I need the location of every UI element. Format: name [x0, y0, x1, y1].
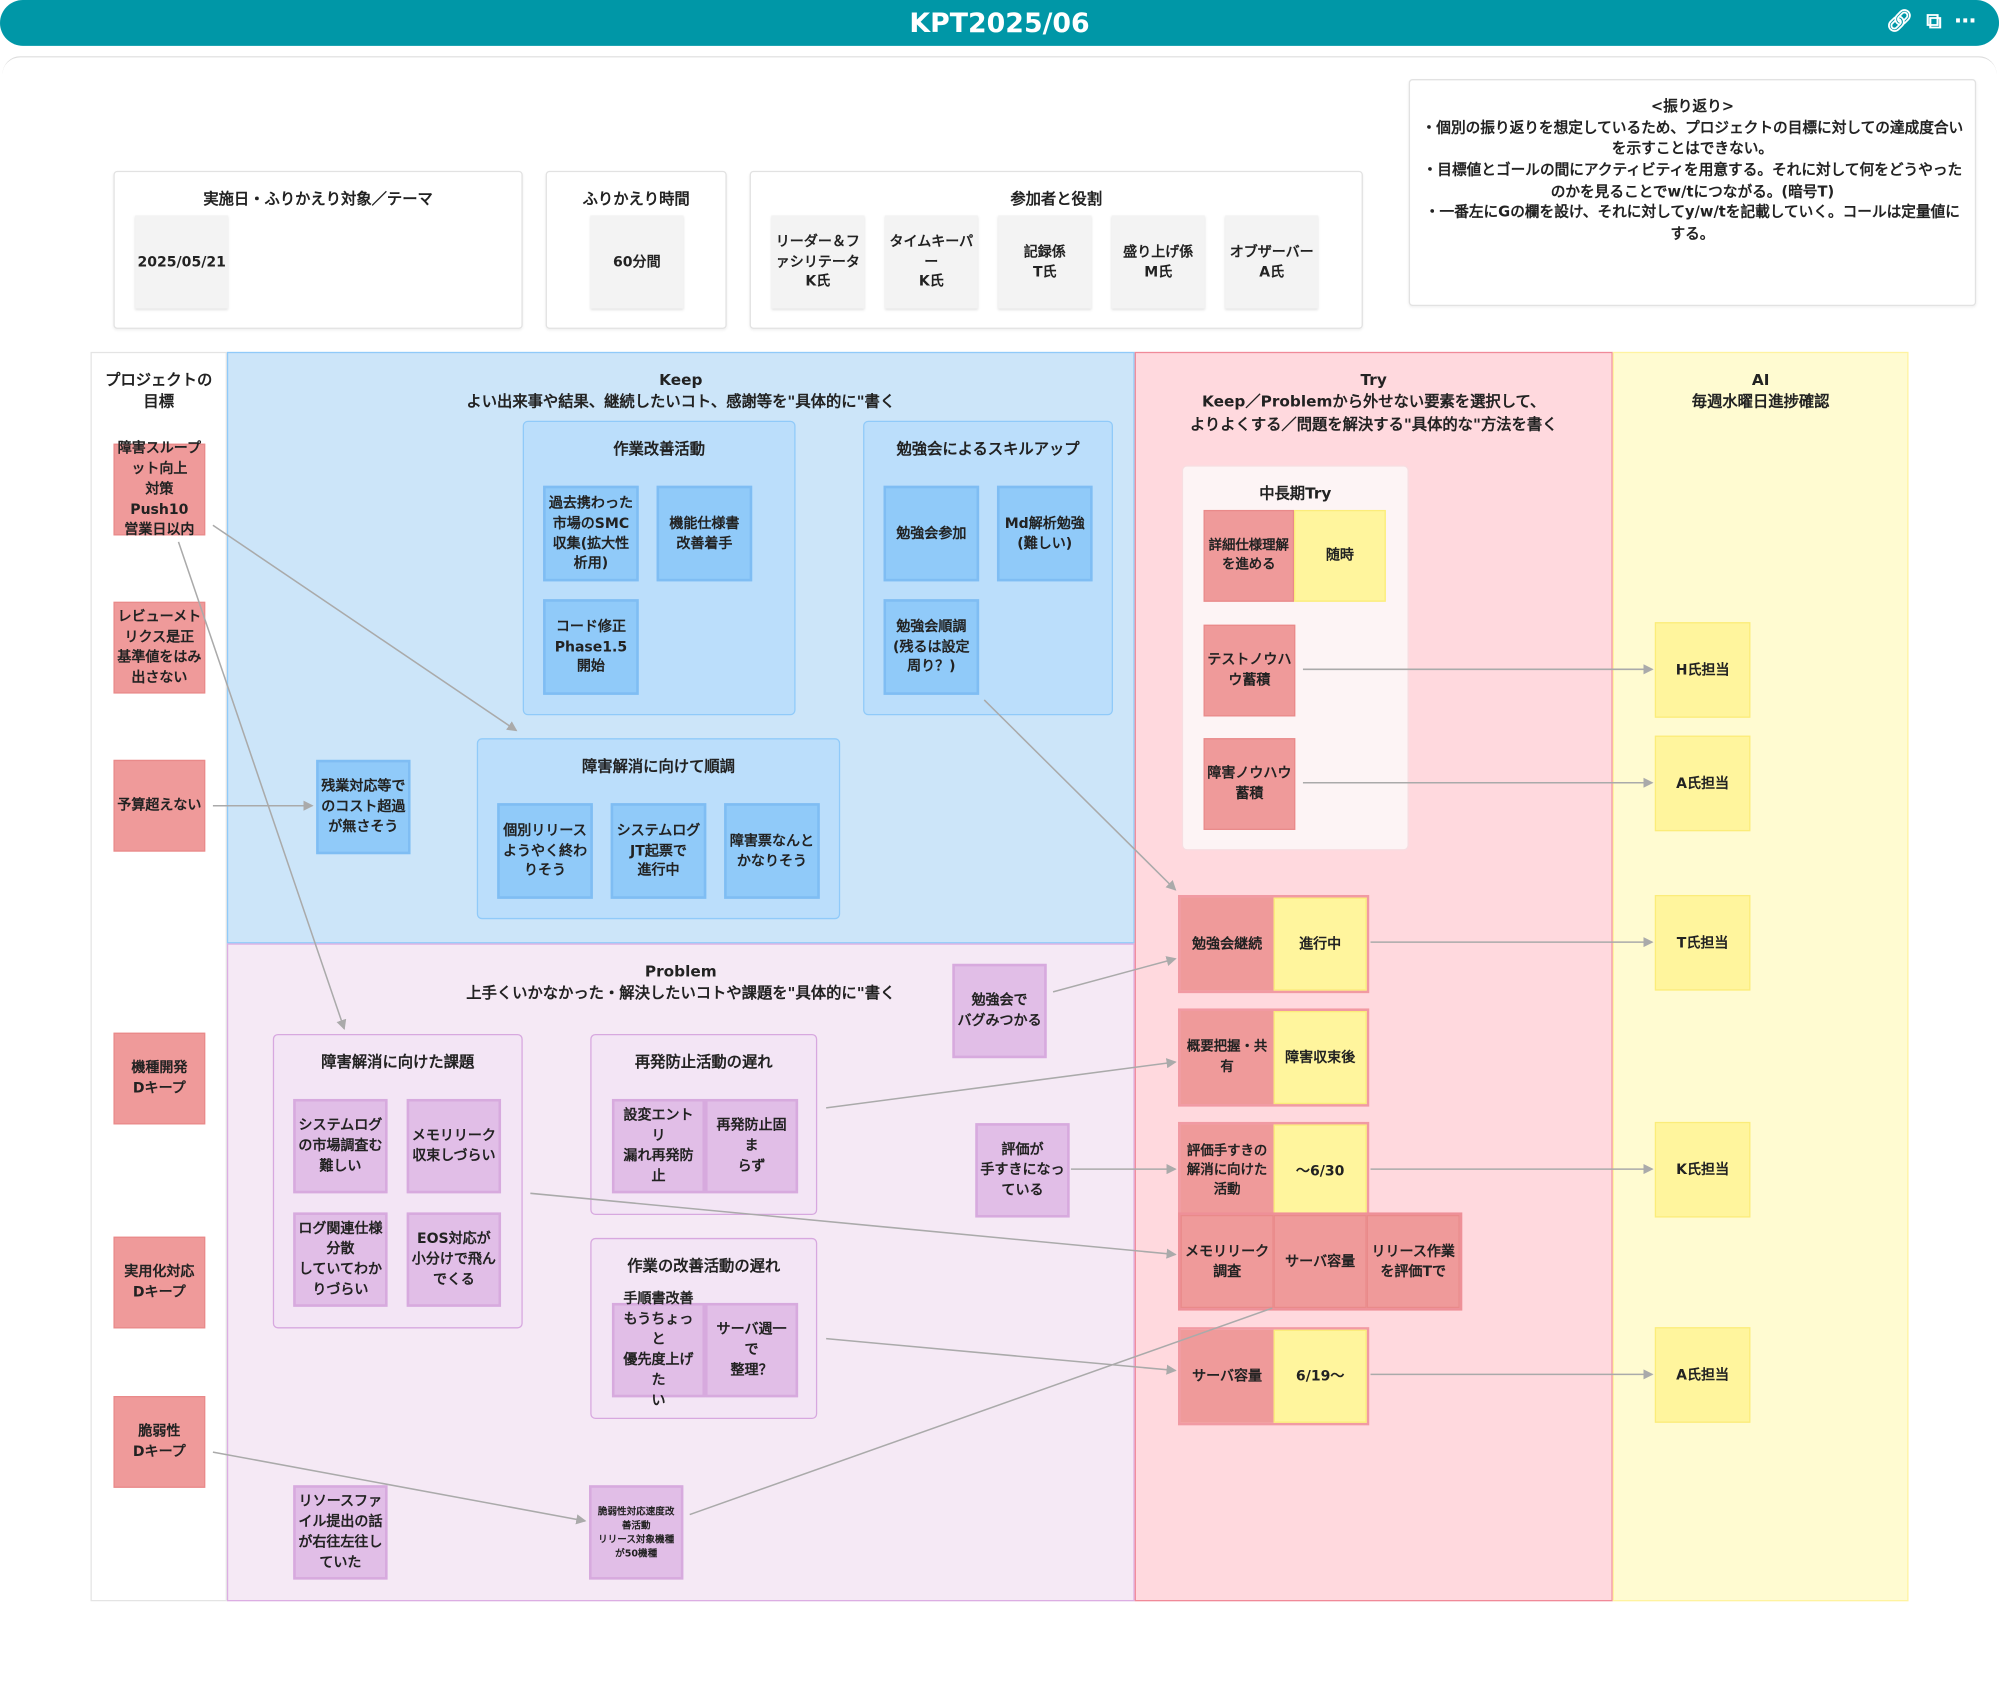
- keep-sticky[interactable]: Md解析勉強 (難しい): [996, 485, 1093, 582]
- board-title: KPT2025/06: [909, 7, 1090, 39]
- problem-sticky[interactable]: 評価が 手すきになっ ている: [975, 1123, 1070, 1218]
- try-action-sticky[interactable]: サーバ容量: [1273, 1214, 1367, 1309]
- member-sticky[interactable]: 盛り上げ係 M氏: [1111, 215, 1205, 309]
- ai-sticky[interactable]: A氏担当: [1654, 735, 1751, 832]
- members-card: 参加者と役割 リーダー＆フ ァシリテータ K氏 タイムキーパ ー K氏 記録係 …: [749, 170, 1363, 329]
- time-card: ふりかえり時間 60分間: [545, 170, 727, 329]
- more-icon[interactable]: ⋯: [1954, 8, 1977, 35]
- try-timing-sticky[interactable]: 〜6/30: [1273, 1124, 1367, 1218]
- try-row: 勉強会継続 進行中: [1178, 894, 1370, 994]
- problem-sticky[interactable]: 手順書改善 もうちょっと 優先度上げた い: [611, 1290, 706, 1409]
- keep-sticky[interactable]: システムログ JT起票で 進行中: [610, 803, 707, 899]
- goal-sticky[interactable]: 実用化対応 Dキープ: [113, 1236, 206, 1329]
- try-row: 評価手すきの 解消に向けた 活動 〜6/30: [1178, 1121, 1370, 1221]
- copy-icon[interactable]: ⧉: [1926, 8, 1942, 35]
- problem-sticky[interactable]: メモリリーク 収束しづらい: [406, 1098, 502, 1194]
- try-row: メモリリーク 調査 サーバ容量 リリース作業 を評価Tで: [1178, 1212, 1463, 1311]
- time-card-title: ふりかえり時間: [582, 189, 690, 208]
- problem-sticky[interactable]: 勉強会で バグみつかる: [952, 963, 1047, 1059]
- try-timing-sticky[interactable]: 障害収束後: [1273, 1010, 1367, 1105]
- member-sticky[interactable]: オブザーバー A氏: [1225, 215, 1319, 309]
- keep-sticky[interactable]: 勉強会順調 (残るは設定 周り？): [883, 599, 980, 695]
- date-card: 実施日・ふりかえり対象／テーマ 2025/05/21: [113, 170, 523, 329]
- try-action-sticky[interactable]: メモリリーク 調査: [1180, 1214, 1274, 1309]
- keep-sticky[interactable]: 勉強会参加: [883, 485, 980, 582]
- try-timing-sticky[interactable]: 進行中: [1273, 897, 1367, 991]
- group-title: 中長期Try: [1259, 484, 1332, 503]
- try-action-sticky[interactable]: テストノウハ ウ蓄積: [1203, 624, 1296, 717]
- try-action-sticky[interactable]: サーバ容量: [1180, 1329, 1274, 1423]
- duration-sticky[interactable]: 60分間: [590, 215, 684, 309]
- goal-sticky[interactable]: レビューメト リクス是正 基準値をはみ 出さない: [113, 601, 206, 694]
- goal-sticky[interactable]: 予算超えない: [113, 759, 206, 852]
- group-title: 再発防止活動の遅れ: [634, 1053, 773, 1071]
- problem-sticky[interactable]: ログ関連仕様 分散 していてわか りづらい: [293, 1212, 388, 1307]
- try-timing-sticky[interactable]: 6/19〜: [1273, 1329, 1367, 1423]
- problem-sticky[interactable]: 再発防止固ま らず: [705, 1098, 799, 1194]
- try-action-sticky[interactable]: 評価手すきの 解消に向けた 活動: [1180, 1124, 1274, 1218]
- goal-sticky[interactable]: 障害スループ ット向上 対策Push10 営業日以内: [113, 440, 206, 538]
- keep-sticky[interactable]: 機能仕様書 改善着手: [656, 485, 753, 582]
- problem-sticky[interactable]: 設変エントリ 漏れ再発防止: [611, 1098, 706, 1194]
- retrospective-note[interactable]: <振り返り> ・個別の振り返りを想定しているため、プロジェクトの目標に対しての達…: [1408, 79, 1977, 306]
- problem-sticky[interactable]: システムログ の市場調査む 難しい: [293, 1098, 388, 1194]
- goals-title: プロジェクトの 目標: [105, 370, 213, 412]
- group-title: 作業改善活動: [613, 439, 706, 458]
- ai-sticky[interactable]: H氏担当: [1654, 622, 1751, 718]
- try-action-sticky[interactable]: リリース作業 を評価Tで: [1366, 1214, 1460, 1309]
- link-icon[interactable]: 🔗︎: [1885, 8, 1914, 35]
- keep-sticky[interactable]: 過去携わった 市場のSMC 収集(拡大性 析用): [543, 485, 639, 582]
- ai-sticky[interactable]: K氏担当: [1654, 1121, 1751, 1218]
- ai-title: AI 毎週水曜日進捗確認: [1691, 370, 1830, 412]
- group-title: 障害解消に向けた課題: [321, 1053, 475, 1071]
- try-title: Try Keep／Problemから外せない要素を選択して、 よりよくする／問題…: [1189, 370, 1558, 434]
- keep-sticky[interactable]: 残業対応等で のコスト超過 が無さそう: [316, 759, 411, 855]
- ai-sticky[interactable]: T氏担当: [1654, 894, 1751, 991]
- member-sticky[interactable]: タイムキーパ ー K氏: [884, 215, 978, 309]
- problem-sticky[interactable]: 脆弱性対応速度改 善活動 リリース対象機種 が50機種: [589, 1485, 684, 1580]
- try-row: 概要把握・共 有 障害収束後: [1178, 1008, 1370, 1107]
- date-sticky[interactable]: 2025/05/21: [135, 215, 229, 309]
- try-action-sticky[interactable]: 勉強会継続: [1180, 897, 1274, 991]
- goal-sticky[interactable]: 機種開発 Dキープ: [113, 1032, 206, 1125]
- problem-title: Problem 上手くいかなかった・解決したいコトや課題を"具体的に"書く: [466, 962, 896, 1003]
- keep-sticky[interactable]: 障害票なんと かなりそう: [724, 803, 820, 899]
- problem-sticky[interactable]: サーバ週一で 整理？: [705, 1302, 799, 1398]
- member-sticky[interactable]: 記録係 T氏: [998, 215, 1092, 309]
- goal-sticky[interactable]: 脆弱性 Dキープ: [113, 1396, 206, 1488]
- try-action-sticky[interactable]: 概要把握・共 有: [1180, 1010, 1274, 1105]
- try-action-sticky[interactable]: 詳細仕様理解 を進める: [1203, 509, 1295, 602]
- members-card-title: 参加者と役割: [1010, 189, 1103, 208]
- keep-sticky[interactable]: 個別リリース ようやく終わ りそう: [497, 803, 593, 899]
- keep-title: Keep よい出来事や結果、継続したいコト、感謝等を"具体的に"書く: [466, 370, 896, 412]
- problem-sticky[interactable]: EOS対応が 小分けで飛ん でくる: [406, 1212, 502, 1307]
- group-title: 障害解消に向けて順調: [581, 757, 735, 776]
- group-title: 作業の改善活動の遅れ: [627, 1257, 781, 1275]
- group-title: 勉強会によるスキルアップ: [896, 439, 1080, 458]
- member-sticky[interactable]: リーダー＆フ ァシリテータ K氏: [771, 215, 865, 309]
- ai-sticky[interactable]: A氏担当: [1654, 1327, 1751, 1423]
- try-timing-sticky[interactable]: 随時: [1294, 509, 1386, 602]
- try-row: サーバ容量 6/19〜: [1178, 1327, 1370, 1426]
- date-card-title: 実施日・ふりかえり対象／テーマ: [203, 189, 433, 208]
- try-action-sticky[interactable]: 障害ノウハウ 蓄積: [1203, 738, 1296, 830]
- problem-sticky[interactable]: リソースファ イル提出の話 が右往左往し ていた: [293, 1485, 388, 1580]
- board-header: KPT2025/06 🔗︎ ⧉ ⋯: [0, 0, 1999, 46]
- keep-sticky[interactable]: コード修正 Phase1.5 開始: [543, 599, 639, 695]
